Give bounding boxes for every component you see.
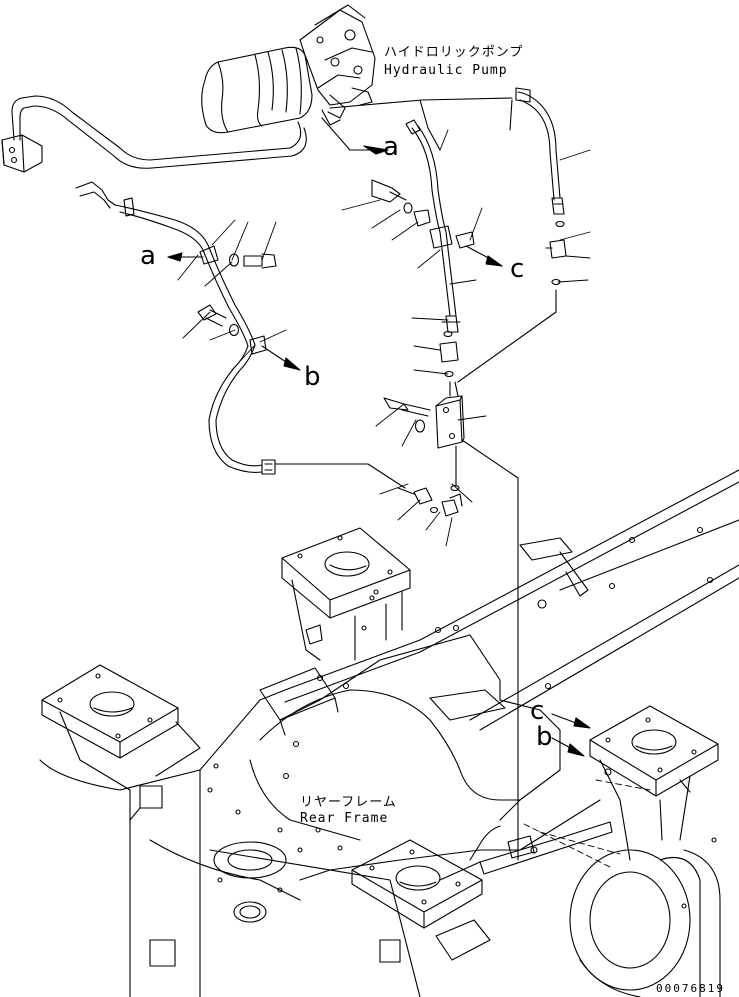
ref-b-hose: b <box>304 362 321 392</box>
left-steel-pipe <box>1 95 307 173</box>
pump-label-jp: ハイドロリックポンプ <box>384 45 524 60</box>
frame-label-en: Rear Frame <box>300 811 389 826</box>
mount-bottom-center <box>351 839 491 961</box>
hidden-lines <box>523 779 651 869</box>
part-number: 00076819 <box>656 982 725 995</box>
ref-c-hose: c <box>510 254 525 284</box>
right-hose-assembly <box>321 87 565 333</box>
mount-right <box>589 705 719 861</box>
block-valve <box>383 289 557 861</box>
frame-hose-clamp <box>469 825 538 861</box>
left-clamp-bolts <box>197 253 277 337</box>
left-hose-assembly <box>75 181 406 489</box>
frame-holes <box>207 526 717 909</box>
reference-arrows-left <box>167 252 301 371</box>
ref-a-pump: a <box>383 132 399 162</box>
right-leader-lines <box>341 129 591 547</box>
ref-c-frame: c <box>530 696 545 726</box>
reference-arrows-right <box>551 713 591 757</box>
rear-frame <box>39 469 739 997</box>
ref-a-hose: a <box>140 241 156 271</box>
mount-top-left <box>41 664 201 791</box>
lower-fittings <box>397 484 463 517</box>
pump-label-en: Hydraulic Pump <box>384 63 508 78</box>
ref-b-frame: b <box>536 722 553 752</box>
reference-arrow-c <box>465 245 503 267</box>
mount-top-center <box>281 527 411 661</box>
left-leader-lines <box>177 219 287 371</box>
right-fittings <box>371 179 567 378</box>
hydraulic-pump <box>201 4 376 134</box>
frame-label-jp: リヤーフレーム <box>300 795 397 810</box>
